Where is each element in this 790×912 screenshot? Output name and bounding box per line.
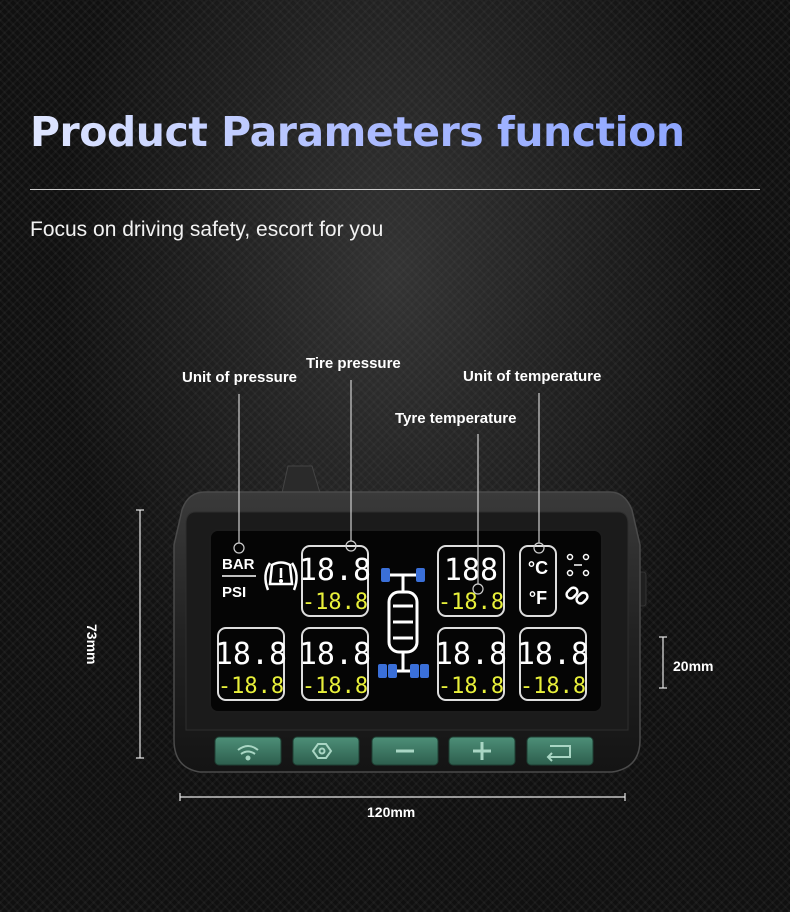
tire-temperature-value: -18.8 [302, 590, 368, 615]
settings-button[interactable] [292, 736, 360, 766]
back-button[interactable] [526, 736, 594, 766]
mount-tab [281, 465, 321, 494]
vehicle-axle-icon [378, 568, 429, 678]
callout-unit-of-pressure: Unit of pressure [182, 369, 298, 386]
callout-tyre-temperature: Tyre temperature [395, 410, 517, 427]
minus-button[interactable] [371, 736, 439, 766]
callout-leaders [233, 380, 545, 595]
callout-unit-of-temperature: Unit of temperature [463, 368, 602, 385]
settings-icon [311, 743, 333, 759]
tire-temperature-value: -18.8 [438, 674, 504, 699]
tire-pressure-value: 18.8 [299, 637, 371, 672]
tire-pressure-value: 18.8 [215, 637, 287, 672]
wifi-icon [237, 745, 259, 761]
plus-button[interactable] [448, 736, 516, 766]
tire-box-top-left: 18.8 -18.8 [299, 545, 371, 617]
title-divider [30, 189, 760, 190]
tire-box-top-right: 188 -18.8 [437, 545, 505, 617]
tire-pressure-value: 18.8 [435, 637, 507, 672]
unit-psi-label: PSI [222, 584, 246, 601]
plus-icon [473, 742, 491, 760]
unit-fahrenheit-label: °F [529, 588, 547, 608]
tire-position-icon [566, 553, 590, 577]
tire-temperature-value: -18.8 [302, 674, 368, 699]
tire-pressure-value: 18.8 [517, 637, 589, 672]
page-title: Product Parameters function [30, 108, 685, 156]
temperature-unit-box: °C °F [519, 545, 557, 617]
tire-pressure-value: 188 [444, 553, 498, 588]
tire-temperature-value: -18.8 [520, 674, 586, 699]
tire-temperature-value: -18.8 [218, 674, 284, 699]
back-icon [546, 745, 571, 762]
tire-box-bottom-1: 18.8 -18.8 [215, 627, 287, 701]
dimension-lines [136, 509, 667, 801]
tire-box-bottom-3: 18.8 -18.8 [435, 627, 507, 701]
link-icon [565, 586, 589, 605]
wifi-button[interactable] [214, 736, 282, 766]
unit-bar-label: BAR [222, 556, 255, 573]
callout-tire-pressure: Tire pressure [306, 355, 401, 372]
page-subtitle: Focus on driving safety, escort for you [30, 218, 384, 241]
tire-pressure-value: 18.8 [299, 553, 371, 588]
unit-celsius-label: °C [528, 558, 548, 578]
tire-temperature-value: -18.8 [438, 590, 504, 615]
dimension-width-label: 120mm [367, 804, 416, 820]
tpms-warning-icon [264, 561, 298, 591]
tire-box-bottom-2: 18.8 -18.8 [299, 627, 371, 701]
tire-box-bottom-4: 18.8 -18.8 [517, 627, 589, 701]
dimension-height-label: 73mm [84, 624, 100, 665]
dimension-depth-label: 20mm [673, 658, 714, 674]
